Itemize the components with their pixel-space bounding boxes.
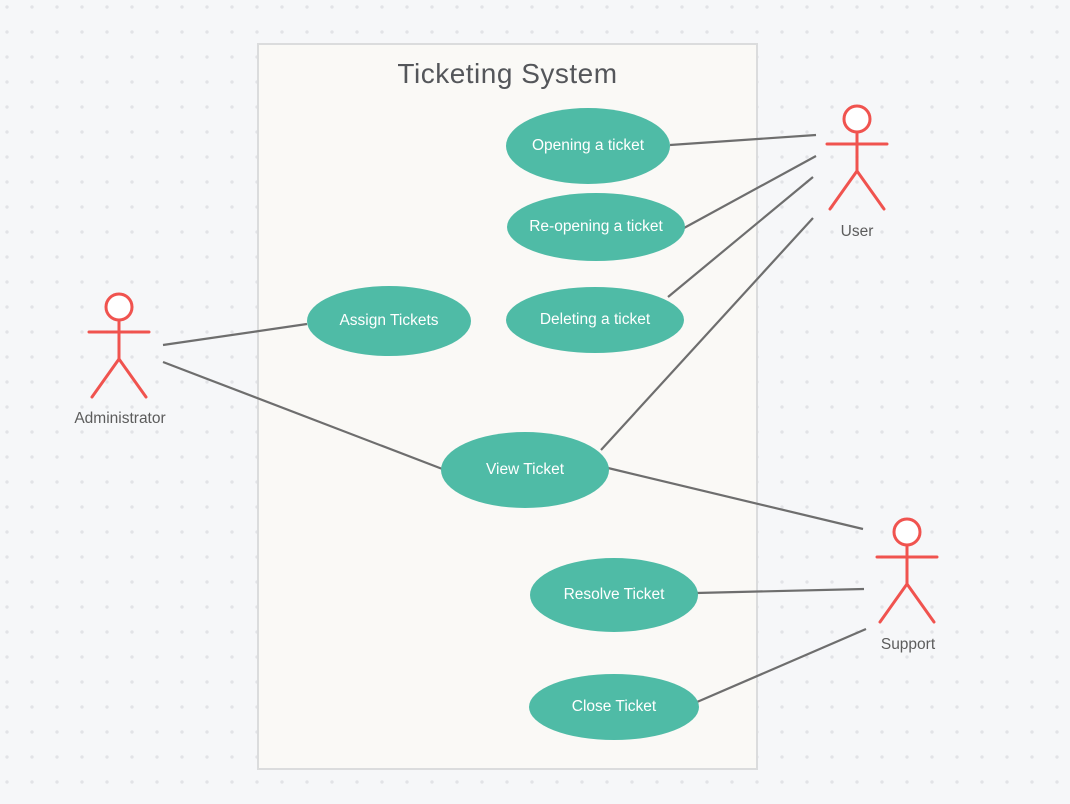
actor-support-figure[interactable] bbox=[875, 517, 939, 624]
usecase-resolve-ticket[interactable]: Resolve Ticket bbox=[530, 558, 698, 632]
actor-user-figure[interactable] bbox=[825, 104, 889, 211]
edge-view-ticket-user[interactable] bbox=[600, 217, 814, 451]
usecase-label: Re-opening a ticket bbox=[529, 218, 663, 235]
system-title: Ticketing System bbox=[397, 58, 618, 89]
usecase-label: Opening a ticket bbox=[531, 137, 644, 154]
usecase-label: Deleting a ticket bbox=[539, 311, 651, 328]
edge-administrator-view-ticket[interactable] bbox=[162, 360, 446, 472]
edge-administrator-assign-tickets[interactable] bbox=[162, 322, 308, 347]
actor-right-leg bbox=[905, 582, 936, 624]
usecase-deleting-a-ticket[interactable]: Deleting a ticket bbox=[506, 287, 684, 353]
edge-resolve-ticket-support[interactable] bbox=[695, 587, 865, 595]
actor-administrator-figure[interactable] bbox=[87, 292, 151, 399]
actor-label-administrator: Administrator bbox=[74, 410, 166, 427]
usecase-label: Close Ticket bbox=[571, 698, 657, 715]
usecase-assign-tickets[interactable]: Assign Tickets bbox=[307, 286, 471, 356]
edge-re-opening-a-ticket-user[interactable] bbox=[683, 155, 817, 229]
usecase-label: View Ticket bbox=[485, 461, 565, 478]
usecase-opening-a-ticket[interactable]: Opening a ticket bbox=[506, 108, 670, 184]
usecase-label: Resolve Ticket bbox=[563, 586, 665, 603]
usecase-label: Assign Tickets bbox=[339, 312, 439, 329]
actor-head bbox=[842, 104, 872, 134]
edge-deleting-a-ticket-user[interactable] bbox=[667, 176, 814, 298]
edge-opening-a-ticket-user[interactable] bbox=[669, 133, 817, 147]
actor-head bbox=[892, 517, 922, 547]
edge-view-ticket-support[interactable] bbox=[607, 466, 864, 531]
usecase-close-ticket[interactable]: Close Ticket bbox=[529, 674, 699, 740]
actor-right-leg bbox=[117, 357, 148, 399]
edge-close-ticket-support[interactable] bbox=[696, 627, 867, 704]
actor-left-leg bbox=[828, 169, 859, 211]
actor-label-support: Support bbox=[880, 636, 936, 653]
usecase-re-opening-a-ticket[interactable]: Re-opening a ticket bbox=[507, 193, 685, 261]
actor-head bbox=[104, 292, 134, 322]
system-boundary[interactable] bbox=[257, 43, 758, 770]
actor-left-leg bbox=[878, 582, 909, 624]
usecase-view-ticket[interactable]: View Ticket bbox=[441, 432, 609, 508]
actor-label-user: User bbox=[840, 223, 874, 240]
actor-right-leg bbox=[855, 169, 886, 211]
actor-left-leg bbox=[90, 357, 121, 399]
